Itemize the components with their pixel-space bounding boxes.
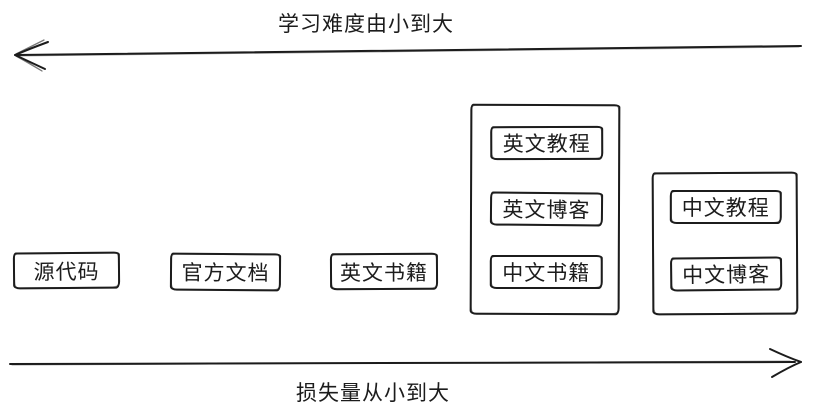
node-chinese-tutorial: 中文教程	[669, 189, 782, 224]
loss-axis-label: 损失量从小到大	[296, 381, 450, 405]
difficulty-arrow-head-sketch2	[15, 55, 43, 72]
loss-arrow-line-sketch	[11, 360, 791, 366]
loss-arrow-head-upper	[769, 348, 802, 363]
node-english-books: 英文书籍	[329, 252, 439, 291]
difficulty-arrow-head-upper	[14, 41, 49, 56]
group-chinese-resources: 中文教程 中文博客	[651, 171, 799, 316]
node-source-code: 源代码	[12, 251, 121, 290]
loss-arrow-head-lower	[771, 361, 802, 378]
node-english-blog: 英文博客	[489, 191, 604, 227]
node-official-docs: 官方文档	[169, 252, 282, 292]
group-english-resources: 英文教程 英文博客 中文书籍	[469, 103, 621, 316]
loss-arrow-line	[9, 361, 796, 365]
difficulty-arrow-head-lower	[14, 54, 46, 70]
difficulty-arrow-line-sketch	[16, 46, 800, 57]
node-english-tutorial: 英文教程	[490, 125, 604, 161]
difficulty-arrow-head-sketch	[15, 39, 45, 55]
node-chinese-blog: 中文博客	[669, 256, 783, 292]
difficulty-arrow-line	[15, 45, 802, 56]
node-chinese-books: 中文书籍	[489, 255, 603, 290]
difficulty-axis-label: 学习难度由小到大	[278, 12, 454, 36]
